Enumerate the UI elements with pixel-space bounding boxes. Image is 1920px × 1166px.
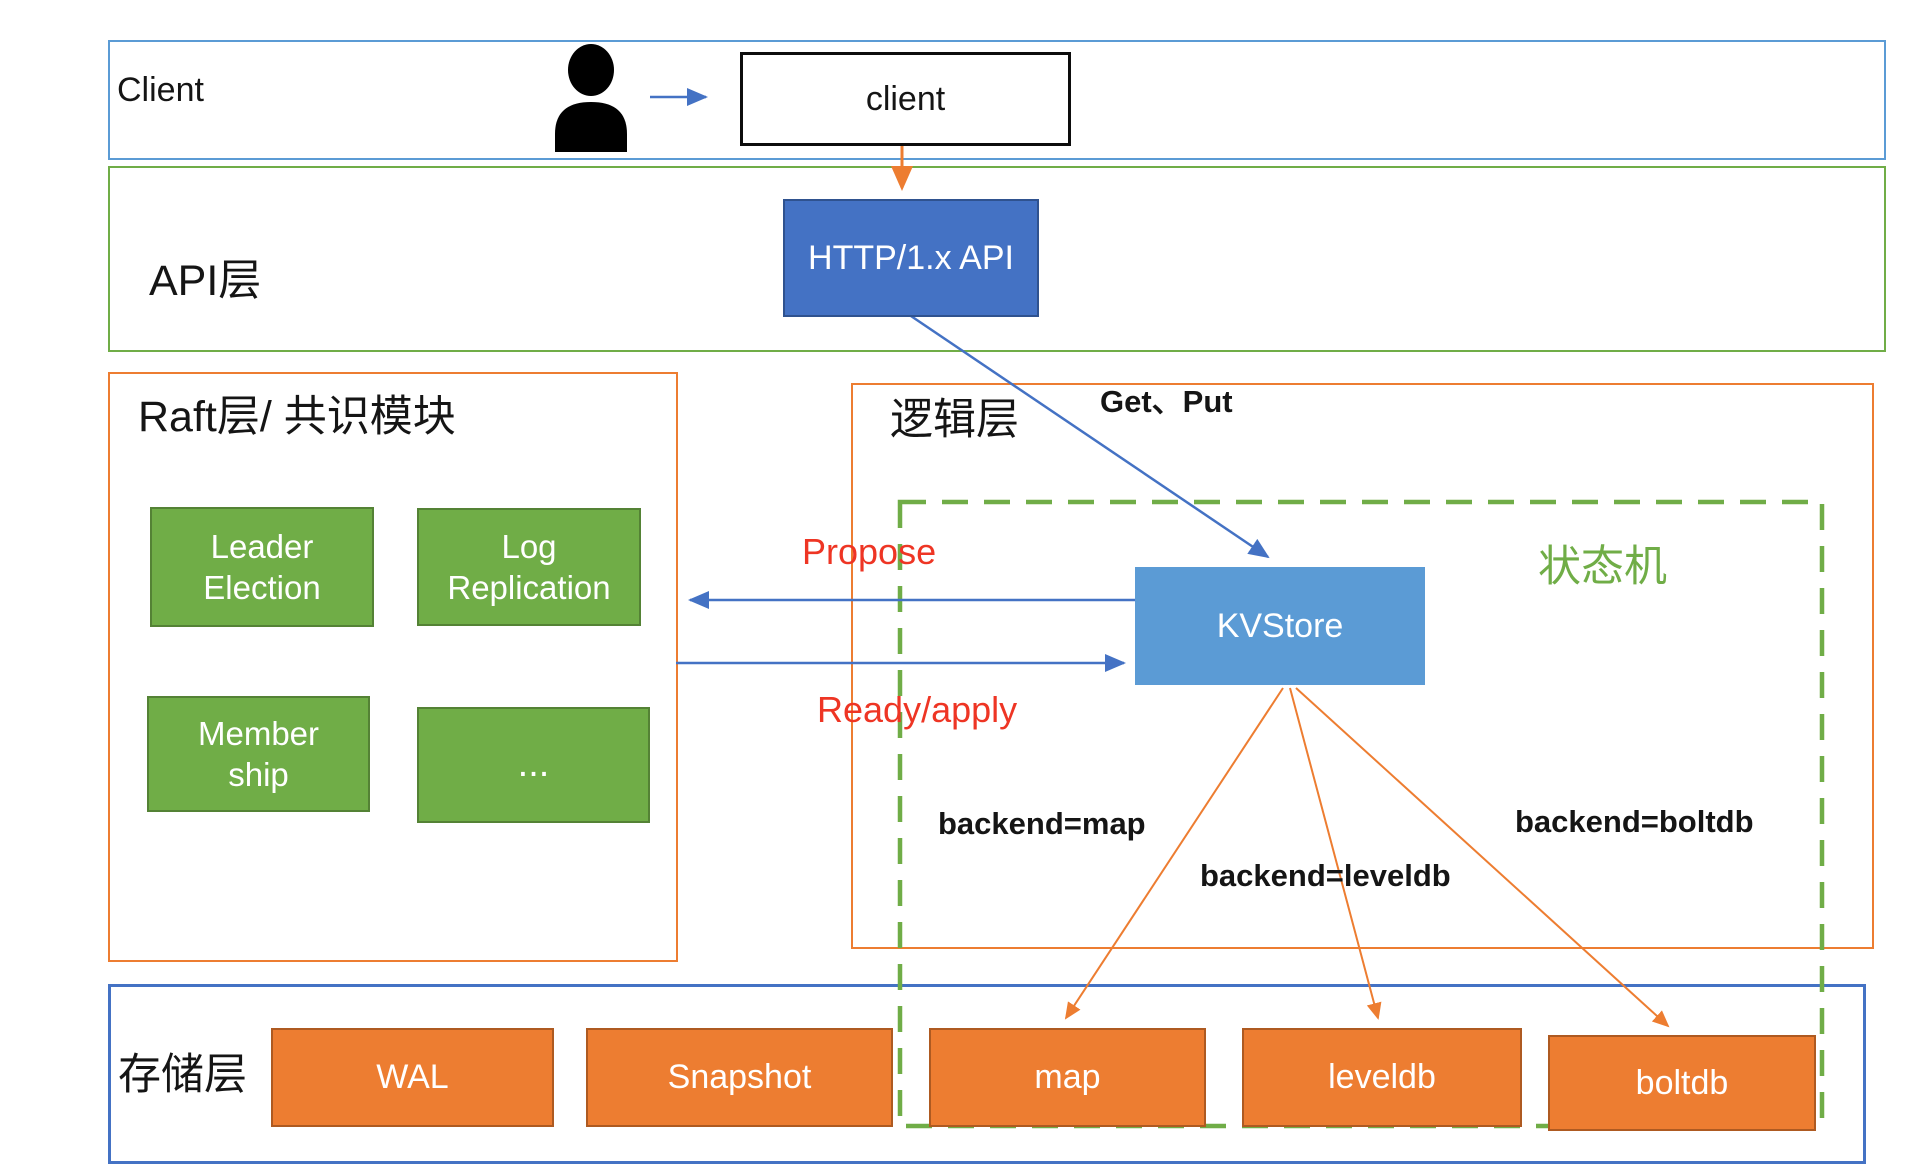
log-replication-node: Log Replication [417, 508, 641, 626]
api-layer-title: API层 [149, 257, 262, 305]
map-node: map [929, 1028, 1206, 1127]
membership-label: Membership [197, 714, 320, 793]
leveldb-node: leveldb [1242, 1028, 1522, 1127]
state-machine-dashed-box [897, 499, 1825, 1129]
raft-layer-title: Raft层/ 共识模块 [138, 393, 456, 441]
backend-map-label: backend=map [938, 806, 1146, 841]
logic-layer-container [851, 383, 1874, 949]
arrow-http-api-to-kvstore [907, 312, 1270, 559]
user-icon [555, 44, 627, 152]
client-layer-container [108, 40, 1886, 160]
client-node: client [740, 52, 1071, 146]
client-layer-title: Client [117, 71, 204, 109]
http-api-node: HTTP/1.x API [783, 199, 1039, 317]
propose-label: Propose [802, 531, 937, 572]
arrow-kvstore-to-boltdb [1295, 687, 1670, 1028]
arrow-kvstore-to-leveldb [1289, 687, 1382, 1020]
snapshot-node: Snapshot [586, 1028, 893, 1127]
backend-boltdb-label: backend=boltdb [1515, 804, 1754, 839]
get-put-label: Get、Put [1100, 384, 1233, 419]
kvstore-node: KVStore [1135, 567, 1425, 685]
leader-election-node: Leader Election [150, 507, 374, 627]
boltdb-node: boltdb [1548, 1035, 1816, 1131]
storage-layer-title: 存储层 [118, 1051, 247, 1099]
wal-node: WAL [271, 1028, 554, 1127]
ready-apply-label: Ready/apply [817, 689, 1018, 730]
log-replication-label: Log Replication [447, 527, 611, 606]
raft-more-node: ... [417, 707, 650, 823]
logic-layer-title: 逻辑层 [890, 396, 1019, 444]
storage-layer-container [108, 984, 1866, 1164]
raft-layer-container [108, 372, 678, 962]
membership-node: Membership [147, 696, 370, 812]
leader-election-label: Leader Election [203, 527, 321, 606]
state-machine-title: 状态机 [1538, 543, 1667, 591]
arrow-kvstore-to-map [1064, 687, 1284, 1020]
api-layer-container [108, 166, 1886, 352]
backend-leveldb-label: backend=leveldb [1200, 858, 1451, 893]
